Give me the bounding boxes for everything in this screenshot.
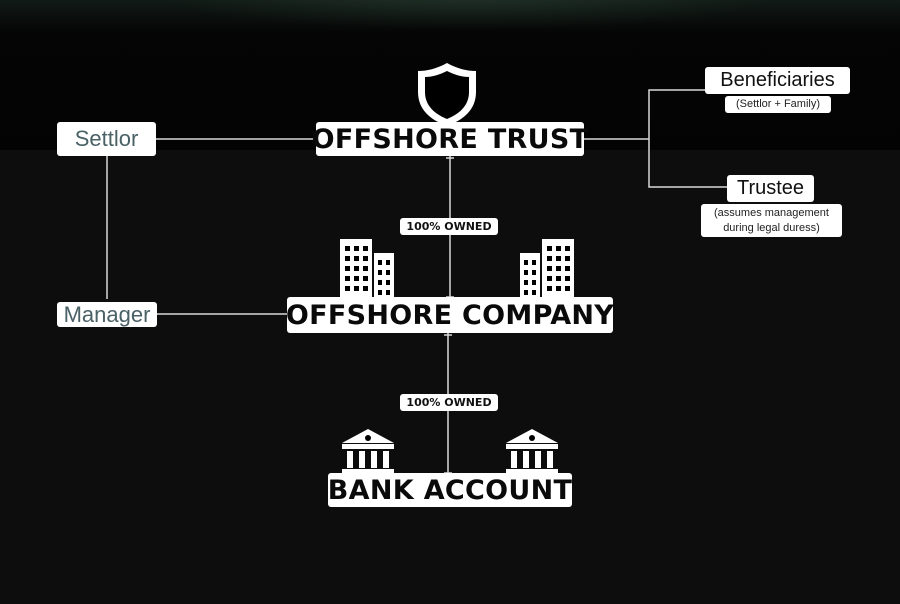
background-glow: [160, 0, 780, 30]
office-building-icon: [340, 239, 394, 298]
offshore-company-node: OFFSHORE COMPANY: [286, 297, 614, 333]
office-building-icon: [520, 239, 574, 298]
bank-icon: [506, 429, 558, 474]
offshore-trust-node: OFFSHORE TRUST: [311, 122, 589, 156]
trustee-note-line1: (assumes management: [714, 206, 829, 219]
bank-account-node: BANK ACCOUNT: [327, 473, 573, 507]
company-bank-ownership-label: 100% OWNED: [400, 394, 498, 411]
trustee-node: Trustee: [727, 175, 814, 202]
manager-node: Manager: [57, 302, 157, 327]
beneficiaries-note-text: (Settlor + Family): [735, 98, 821, 110]
settlor-node: Settlor: [57, 122, 156, 156]
trustee-note-line2: during legal duress): [723, 221, 820, 234]
trust-company-ownership-label: 100% OWNED: [400, 218, 498, 235]
bank-icon: [342, 429, 394, 474]
shield-icon: [418, 63, 476, 126]
trustee-note: (assumes management during legal duress): [701, 204, 842, 237]
beneficiaries-node: Beneficiaries: [705, 67, 850, 94]
branch-bracket-line: [648, 89, 727, 188]
beneficiaries-note: (Settlor + Family): [725, 96, 831, 113]
